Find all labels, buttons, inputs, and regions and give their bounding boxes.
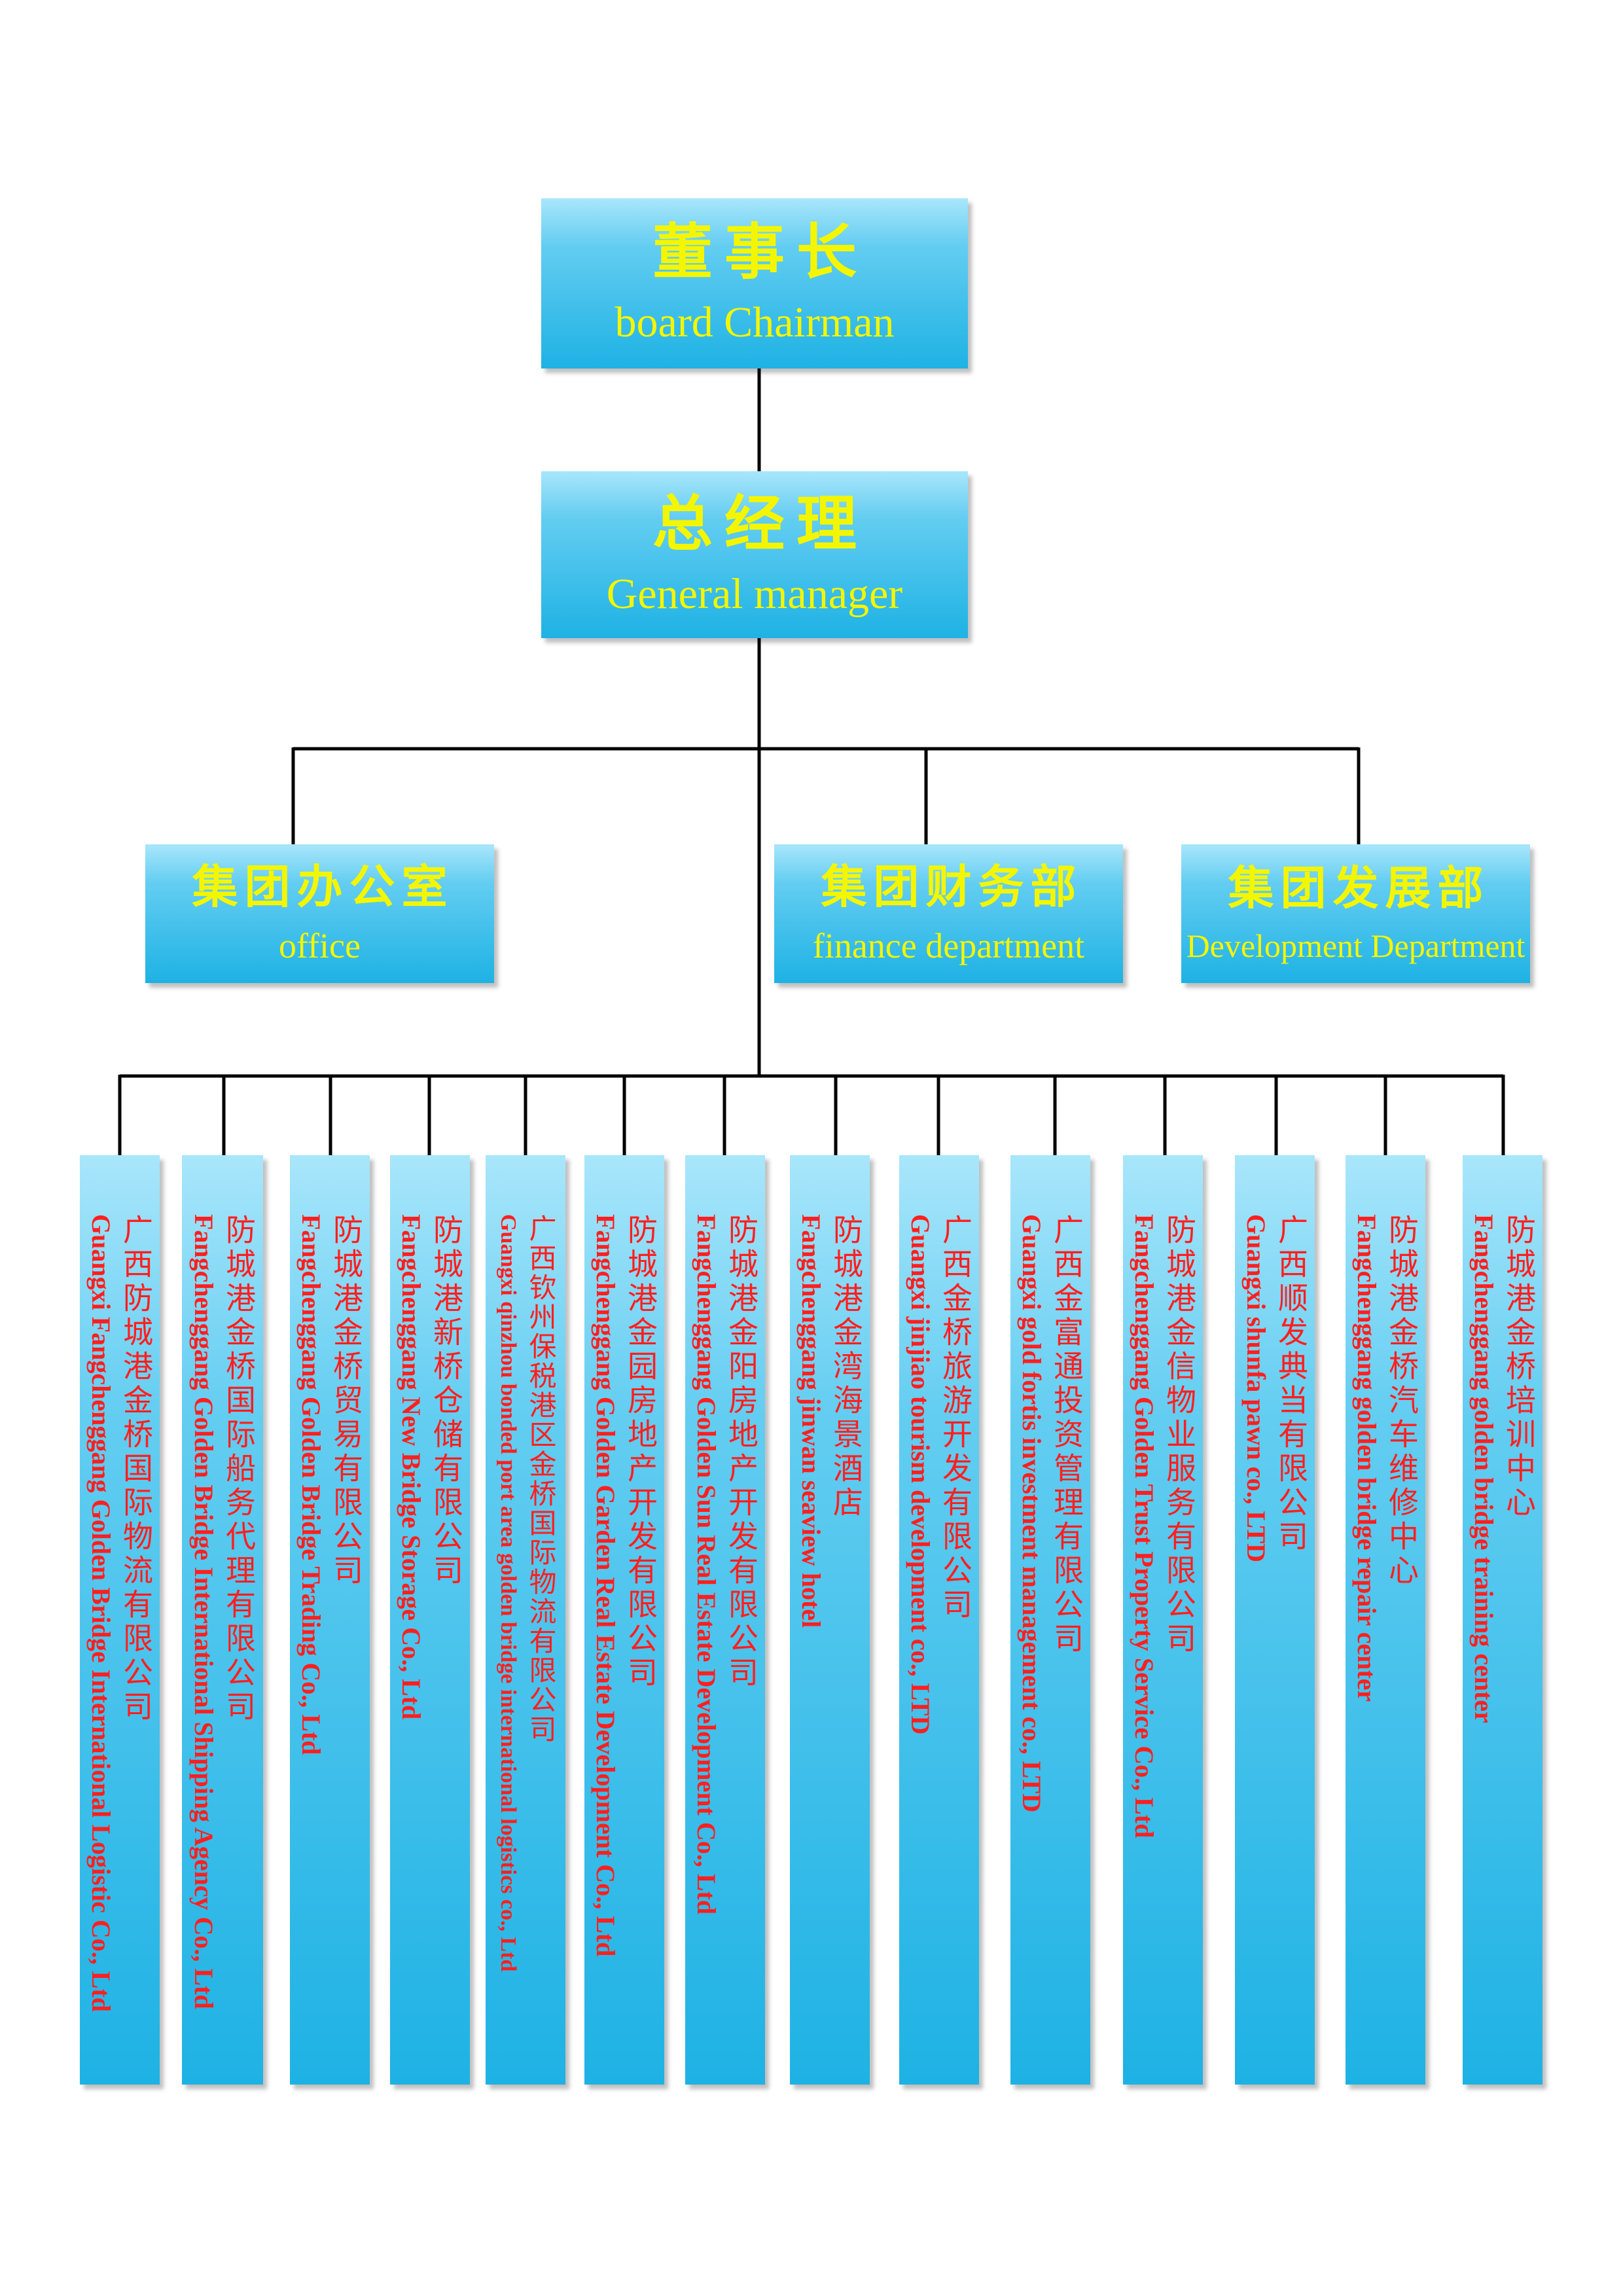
subsidiary-text: 广西钦州保税港区金桥国际物流有限公司 Guangxi qinzhou bonde… [486,1214,565,1971]
subsidiary-en-name: Guangxi gold fortis investment managemen… [1017,1214,1046,1813]
subsidiary-text: 广西防城港金桥国际物流有限公司 Guangxi Fangchenggang Go… [80,1214,160,2012]
subsidiary-en-name: Fangchenggang New Bridge Storage Co., Lt… [397,1214,426,1720]
subsidiary-cn-name: 广西金桥旅游开发有限公司 [938,1214,973,1623]
subsidiary-en-name: Guangxi qinzhou bonded port area golden … [496,1214,520,1972]
subsidiary-box: 防城港金桥国际船务代理有限公司 Fangchenggang Golden Bri… [182,1155,263,2085]
department-office-en: office [279,926,361,965]
subsidiary-en-name: Fangchenggang jinwan seaview hotel [796,1214,826,1628]
subsidiary-en-name: Guangxi jinjiao tourism development co.,… [906,1214,935,1735]
department-finance-en: finance department [812,926,1085,965]
subsidiary-box: 防城港金信物业服务有限公司 Fangchenggang Golden Trust… [1123,1155,1203,2085]
subsidiary-text: 防城港金桥国际船务代理有限公司 Fangchenggang Golden Bri… [182,1214,263,2009]
subsidiary-cn-name: 防城港金湾海景酒店 [829,1214,864,1520]
department-development-box: 集团发展部 Development Department [1181,844,1530,983]
department-office-box: 集团办公室 office [145,844,494,983]
subsidiary-cn-name: 广西顺发典当有限公司 [1274,1214,1309,1554]
subsidiary-box: 防城港金桥汽车维修中心 Fangchenggang golden bridge … [1346,1155,1425,2085]
subsidiary-cn-name: 广西防城港金桥国际物流有限公司 [118,1214,154,1725]
subsidiary-box: 防城港新桥仓储有限公司 Fangchenggang New Bridge Sto… [390,1155,470,2085]
subsidiary-box: 防城港金湾海景酒店 Fangchenggang jinwan seaview h… [790,1155,870,2085]
subsidiary-cn-name: 防城港新桥仓储有限公司 [429,1214,464,1588]
subsidiary-cn-name: 防城港金桥汽车维修中心 [1384,1214,1419,1588]
subsidiary-text: 防城港金桥贸易有限公司 Fangchenggang Golden Bridge … [290,1214,370,1755]
subsidiary-box: 防城港金桥贸易有限公司 Fangchenggang Golden Bridge … [290,1155,370,2085]
subsidiary-en-name: Guangxi Fangchenggang Golden Bridge Inte… [86,1214,116,2013]
subsidiary-cn-name: 防城港金桥国际船务代理有限公司 [221,1214,257,1725]
subsidiary-text: 防城港金湾海景酒店 Fangchenggang jinwan seaview h… [790,1214,870,1628]
department-finance-box: 集团财务部 finance department [774,844,1123,983]
department-development-cn: 集团发展部 [1228,861,1490,915]
subsidiary-box: 广西防城港金桥国际物流有限公司 Guangxi Fangchenggang Go… [80,1155,160,2085]
subsidiary-en-name: Fangchenggang Golden Trust Property Serv… [1130,1214,1159,1839]
subsidiary-text: 防城港新桥仓储有限公司 Fangchenggang New Bridge Sto… [390,1214,470,1719]
subsidiary-box: 防城港金园房地产开发有限公司 Fangchenggang Golden Gard… [584,1155,664,2085]
subsidiary-box: 广西金富通投资管理有限公司 Guangxi gold fortis invest… [1010,1155,1090,2085]
subsidiary-text: 广西金富通投资管理有限公司 Guangxi gold fortis invest… [1010,1214,1090,1812]
subsidiary-box: 防城港金桥培训中心 Fangchenggang golden bridge tr… [1463,1155,1543,2085]
subsidiary-en-name: Fangchenggang Golden Garden Real Estate … [591,1214,620,1957]
subsidiary-en-name: Fangchenggang golden bridge repair cente… [1352,1214,1382,1702]
subsidiary-box: 广西顺发典当有限公司 Guangxi shunfa pawn co., LTD [1235,1155,1315,2085]
subsidiary-box: 广西钦州保税港区金桥国际物流有限公司 Guangxi qinzhou bonde… [486,1155,565,2085]
subsidiary-cn-name: 广西钦州保税港区金桥国际物流有限公司 [525,1214,557,1744]
subsidiary-cn-name: 防城港金桥培训中心 [1501,1214,1537,1520]
department-office-cn: 集团办公室 [192,860,454,914]
general-manager-cn-title: 总经理 [652,488,868,559]
department-development-en: Development Department [1186,927,1525,964]
subsidiary-text: 防城港金园房地产开发有限公司 Fangchenggang Golden Gard… [584,1214,664,1956]
subsidiary-cn-name: 防城港金园房地产开发有限公司 [623,1214,658,1691]
subsidiary-text: 广西顺发典当有限公司 Guangxi shunfa pawn co., LTD [1235,1214,1315,1562]
general-manager-en-title: General manager [606,569,903,618]
subsidiary-en-name: Fangchenggang Golden Bridge Trading Co.,… [296,1214,326,1755]
subsidiary-text: 防城港金信物业服务有限公司 Fangchenggang Golden Trust… [1123,1214,1203,1838]
subsidiary-cn-name: 防城港金信物业服务有限公司 [1162,1214,1197,1657]
subsidiary-text: 广西金桥旅游开发有限公司 Guangxi jinjiao tourism dev… [899,1214,979,1734]
department-finance-cn: 集团财务部 [821,860,1083,914]
subsidiary-en-name: Guangxi shunfa pawn co., LTD [1241,1214,1271,1563]
subsidiary-text: 防城港金桥培训中心 Fangchenggang golden bridge tr… [1463,1214,1543,1723]
subsidiary-text: 防城港金桥汽车维修中心 Fangchenggang golden bridge … [1346,1214,1425,1702]
subsidiary-en-name: Fangchenggang Golden Bridge Internationa… [189,1214,219,2009]
subsidiary-cn-name: 广西金富通投资管理有限公司 [1049,1214,1084,1657]
subsidiary-cn-name: 防城港金阳房地产开发有限公司 [724,1214,759,1691]
general-manager-box: 总经理 General manager [541,471,968,638]
subsidiary-en-name: Fangchenggang golden bridge training cen… [1469,1214,1499,1723]
subsidiary-en-name: Fangchenggang Golden Sun Real Estate Dev… [692,1214,721,1915]
subsidiary-box: 广西金桥旅游开发有限公司 Guangxi jinjiao tourism dev… [899,1155,979,2085]
subsidiary-text: 防城港金阳房地产开发有限公司 Fangchenggang Golden Sun … [685,1214,765,1914]
chairman-box: 董事长 board Chairman [541,198,968,368]
subsidiary-cn-name: 防城港金桥贸易有限公司 [329,1214,364,1588]
subsidiary-box: 防城港金阳房地产开发有限公司 Fangchenggang Golden Sun … [685,1155,765,2085]
chairman-cn-title: 董事长 [652,217,868,287]
chairman-en-title: board Chairman [615,298,895,346]
